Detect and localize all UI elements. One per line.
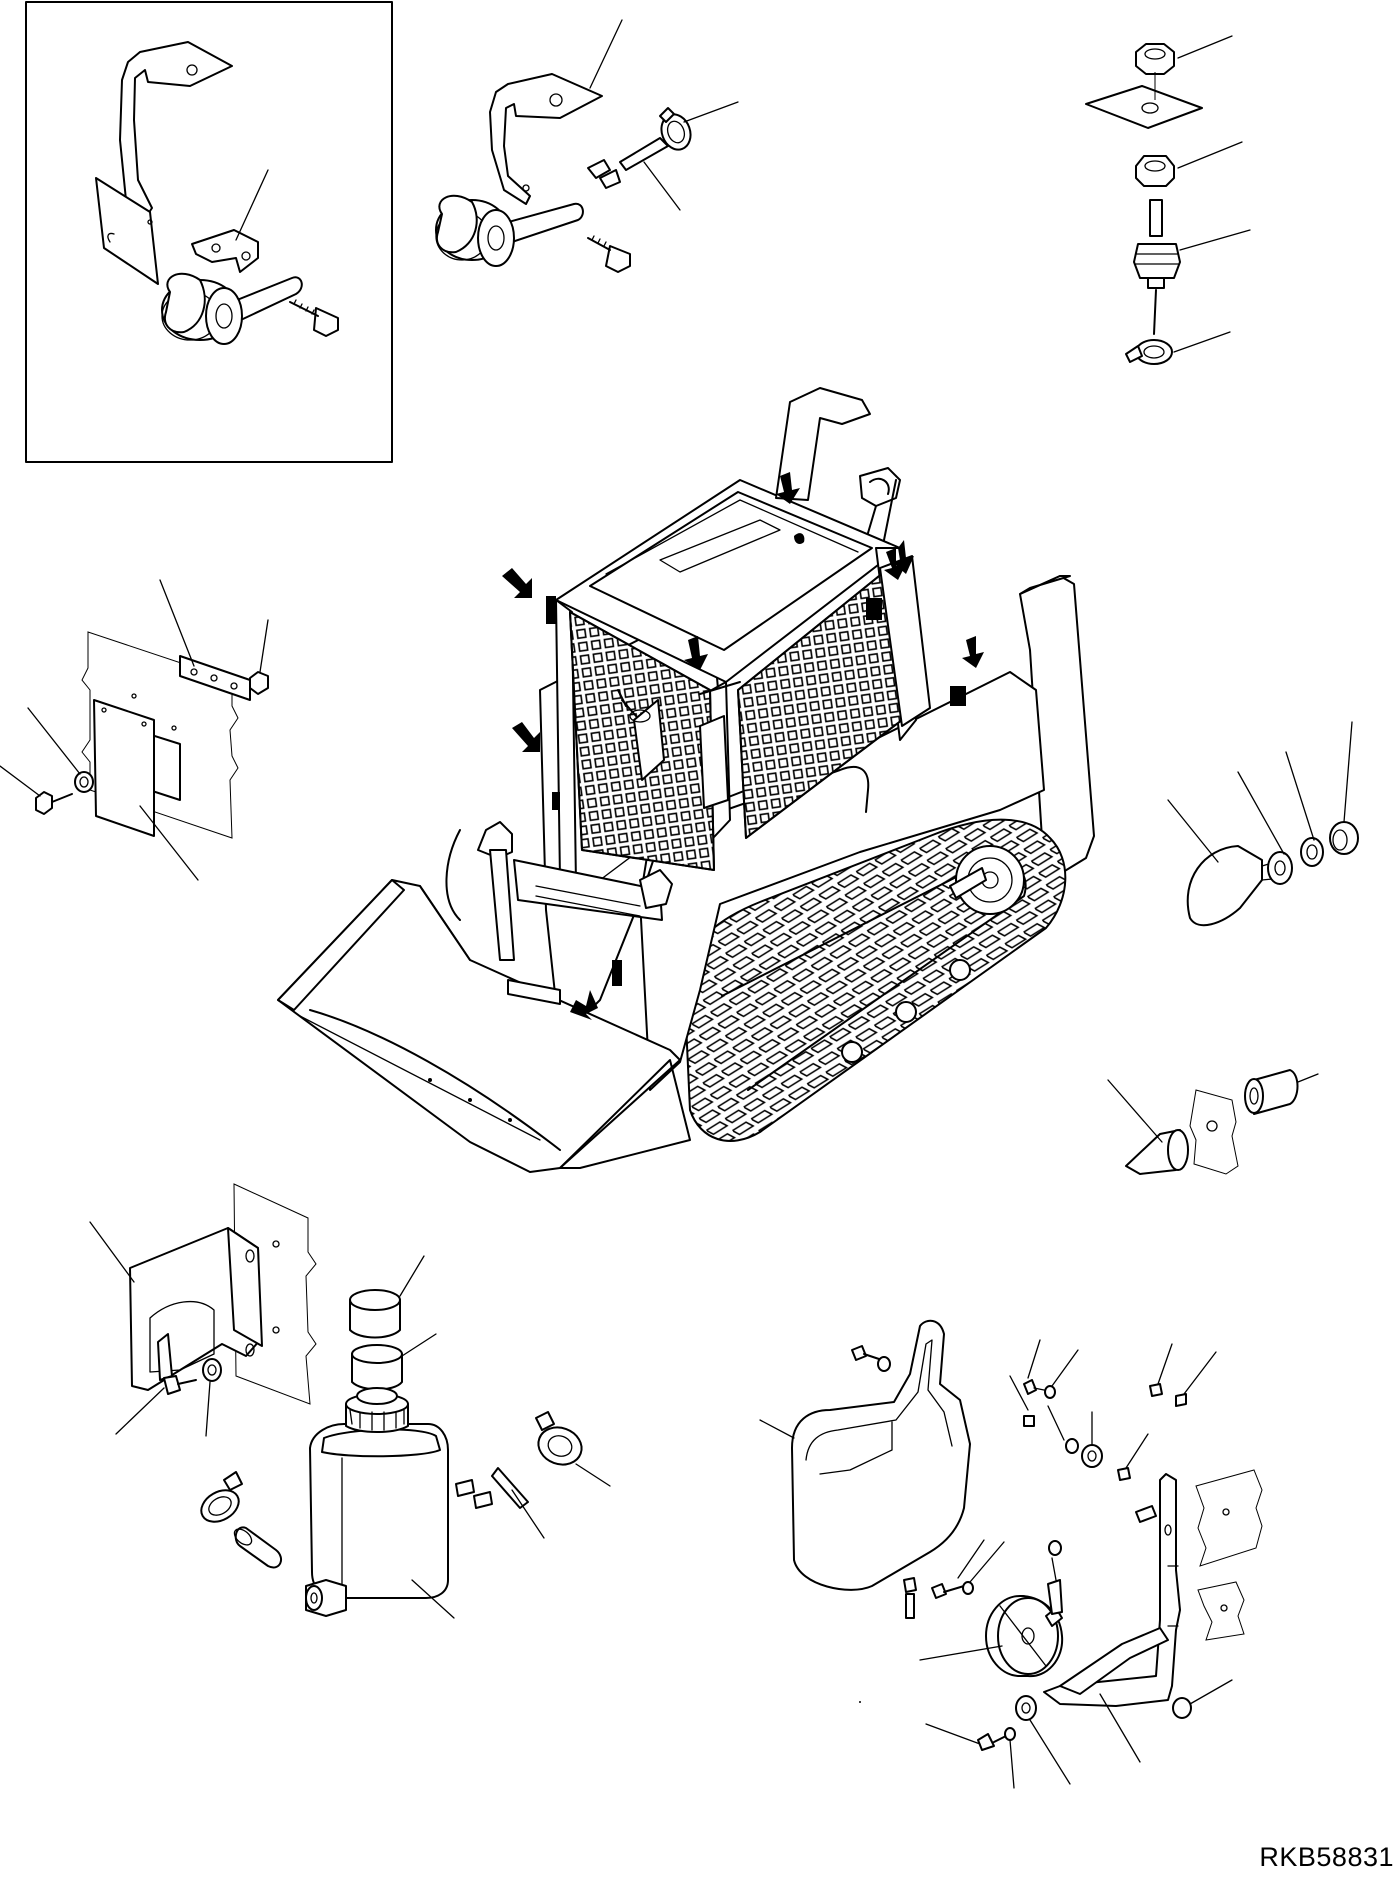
bottom-hardware (925, 1695, 1071, 1789)
operator-seat (617, 689, 729, 809)
tank-hose-clamp-right (535, 1411, 611, 1487)
washer-tank (305, 1387, 455, 1619)
tank-hose (233, 1526, 283, 1569)
mount-panel-right (1195, 1469, 1263, 1641)
marker-rear (950, 686, 966, 706)
plate-bolt (0, 765, 73, 815)
round-horn (919, 1540, 1064, 1678)
horn-clamp (659, 101, 739, 151)
marker-left-pillar (546, 596, 556, 624)
plate-nut (249, 619, 269, 695)
inset-horn-bracket (95, 41, 233, 285)
cab-frame (555, 387, 931, 885)
marker-left-lower (552, 792, 560, 810)
tank-bolt (115, 1375, 197, 1435)
lamp-washer (1237, 771, 1293, 885)
bucket (277, 879, 691, 1173)
horn-mount-bracket (1043, 1473, 1181, 1763)
marker-roof (794, 533, 805, 544)
arrow-right-pillar-top (892, 540, 914, 574)
inset-horn-assembly (25, 1, 393, 463)
lamp-bulb-assembly (1167, 721, 1359, 927)
horn-bolt-lower (903, 1539, 1005, 1619)
plate-washer (27, 707, 94, 793)
arrow-front-frame (570, 990, 598, 1020)
cover-bolt-top (851, 1345, 891, 1372)
switch-nut-lower (1135, 141, 1243, 187)
lamp-cap (1329, 721, 1359, 855)
switch-assembly (1085, 35, 1251, 365)
marker-panel (1189, 1089, 1239, 1175)
tank-cap (349, 1255, 425, 1339)
location-arrows (502, 472, 984, 1020)
switch-nut-top (1135, 35, 1233, 75)
marker-socket (1244, 1069, 1319, 1115)
bracket-stud (1135, 1505, 1157, 1523)
warning-plate (93, 693, 199, 881)
mount-panel-outline (81, 631, 239, 839)
switch-clamp (1125, 331, 1231, 365)
inset-horn (161, 272, 303, 345)
tank-bracket (89, 1221, 263, 1391)
inset-horn-stay (191, 169, 269, 273)
tank-mount-panel (233, 1183, 317, 1405)
drawing-reference-code: RKB58831 (1259, 1842, 1394, 1872)
arrow-rear-arm (962, 636, 984, 668)
track (683, 818, 1067, 1142)
warning-plate-assembly (0, 579, 269, 881)
arrow-left-lower (512, 722, 540, 752)
tank-filter (351, 1333, 437, 1391)
arrow-cab-roof (776, 472, 800, 504)
cover-hardware (1009, 1339, 1217, 1481)
horn (435, 194, 584, 267)
switch-plate (1085, 72, 1203, 129)
inset-frame (25, 1, 393, 463)
marker-right-pillar (866, 598, 882, 620)
horn-nut-lower (1172, 1679, 1233, 1719)
tank-connector (455, 1467, 545, 1539)
cover-assembly (759, 1319, 1263, 1789)
horn-bracket (489, 19, 623, 205)
horn-bolt (587, 235, 631, 273)
arrow-left-pillar (502, 568, 532, 598)
marker-front-frame (612, 960, 622, 986)
marker-lamp (1107, 1079, 1189, 1175)
tank-hose-clamp-left (200, 1471, 243, 1523)
switch-body (1133, 199, 1251, 335)
lamp-nut (1285, 751, 1324, 867)
front-frame (445, 821, 673, 961)
plate-stay (159, 579, 251, 701)
washer-tank-assembly (89, 1183, 611, 1619)
tank-washer (202, 1358, 222, 1437)
horn-assembly (435, 19, 739, 273)
machine-illustration (277, 387, 1095, 1173)
arrow-front-roof (684, 636, 708, 670)
marker-lamp-assembly (1107, 1069, 1319, 1175)
horn-connector (587, 137, 681, 211)
inset-bolt (289, 299, 339, 337)
cover (759, 1319, 971, 1591)
